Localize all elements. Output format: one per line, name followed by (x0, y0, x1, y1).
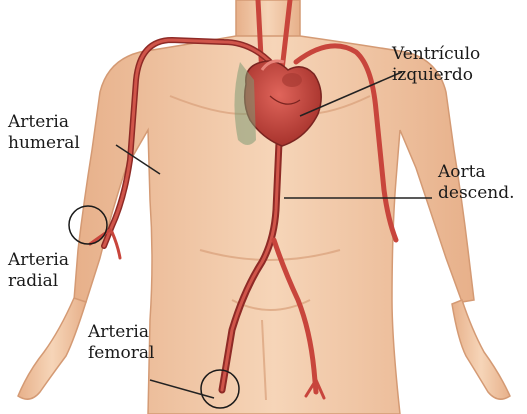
femoral-artery-label: Arteria femoral (88, 322, 154, 364)
radial-artery-label: Arteria radial (8, 250, 69, 292)
humeral-artery-label: Arteria humeral (8, 112, 80, 154)
left-ventricle-label: Ventrículo izquierdo (392, 44, 480, 86)
descending-aorta-label: Aorta descend. (438, 162, 514, 204)
